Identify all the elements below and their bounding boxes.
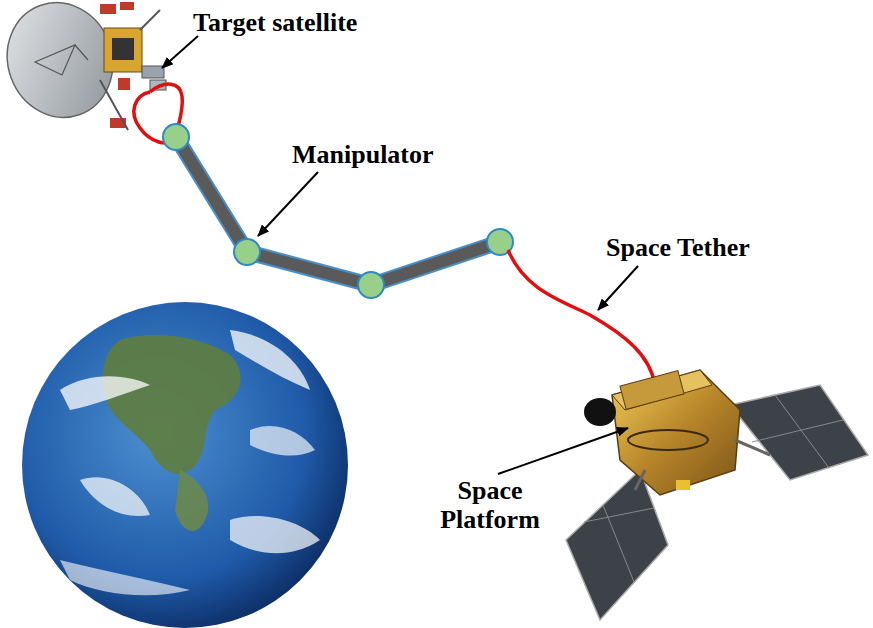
earth-part (80, 477, 150, 516)
leader-arrows-part (258, 172, 318, 236)
manipulator-arm (163, 124, 513, 298)
space-platform-part (676, 480, 690, 490)
space-platform (566, 370, 868, 620)
leader-arrows-part (498, 428, 628, 474)
part-label: Space Tether (606, 233, 750, 262)
target-satellite (0, 0, 166, 132)
space-platform-part (620, 371, 684, 410)
earth-part (22, 302, 348, 628)
earth-part (175, 470, 208, 531)
manipulator-arm-part (176, 137, 500, 285)
target-satellite-part (118, 78, 130, 90)
earth (22, 302, 348, 628)
part-label: Target satellite (193, 8, 357, 37)
space-platform-part (752, 420, 843, 442)
earth-part (250, 426, 315, 455)
target-satellite-part (142, 66, 164, 78)
leader-arrows-part (598, 266, 638, 310)
space-platform-part (566, 470, 668, 620)
manipulator-arm-part (176, 137, 500, 285)
space-platform-part (628, 430, 708, 450)
leader-arrows (162, 36, 638, 474)
target-satellite-part (120, 2, 134, 10)
target-satellite-part (100, 80, 128, 130)
space-platform-part (775, 395, 829, 468)
earth-part (60, 376, 150, 410)
part-label: Manipulator (292, 140, 434, 169)
part-label: Space Platform (425, 476, 555, 534)
space-platform-part (635, 470, 645, 490)
target-satellite-part (140, 10, 160, 30)
leader-arrows-part (162, 36, 198, 68)
manipulator-arm-part (358, 272, 384, 298)
space-platform-part (735, 440, 770, 455)
target-satellite-part (100, 4, 116, 14)
manipulator-arm-part (234, 239, 260, 265)
target-satellite-part (112, 38, 134, 60)
space-platform-part (612, 370, 712, 410)
earth-part (230, 516, 320, 553)
space-platform-part (603, 505, 634, 582)
space-platform-part (612, 370, 740, 495)
space-platform-part (730, 385, 868, 480)
earth-part (230, 330, 310, 390)
space-platform-part (584, 508, 654, 522)
target-satellite-part (104, 28, 142, 72)
space-platform-part (584, 398, 616, 426)
space-tether-part (508, 250, 655, 385)
space-tether (508, 250, 655, 385)
target-satellite-part (35, 45, 88, 75)
earth-part (60, 560, 190, 595)
manipulator-arm-part (163, 124, 189, 150)
earth-part (103, 335, 241, 474)
